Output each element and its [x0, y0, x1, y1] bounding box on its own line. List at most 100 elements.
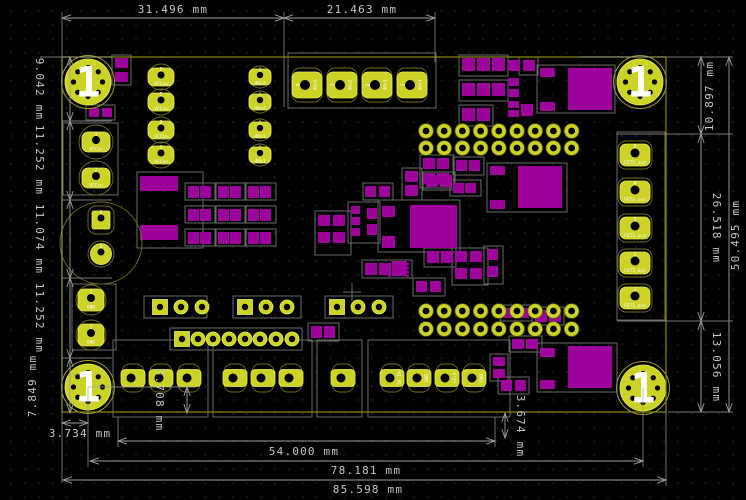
mounting-hole[interactable]: 1 [613, 55, 667, 109]
smd-pad[interactable] [230, 232, 241, 244]
component-outline[interactable] [401, 167, 423, 201]
header-pad[interactable] [174, 331, 190, 347]
dimension-label[interactable]: 13.056 mm [710, 332, 723, 402]
component-outline[interactable] [497, 376, 530, 395]
smd-pad[interactable] [487, 249, 498, 260]
smd-pad[interactable] [333, 232, 345, 243]
dim-3-708[interactable]: 3.708 mm [153, 369, 191, 432]
smd-pad[interactable] [311, 326, 322, 338]
smd-pad[interactable] [140, 225, 178, 240]
via[interactable] [418, 303, 434, 319]
header-pad[interactable] [371, 299, 387, 315]
thru-pad--3-3[interactable]: +3.3 [434, 369, 460, 387]
via[interactable] [545, 123, 562, 139]
smd-pad[interactable] [388, 275, 391, 277]
smd-pad[interactable] [508, 110, 519, 117]
smd-pad[interactable] [568, 346, 612, 388]
dimension-label[interactable]: 11.252 mm [33, 283, 46, 353]
header-pad[interactable] [173, 299, 189, 315]
smd-pad[interactable] [493, 369, 505, 378]
smd-pad[interactable] [115, 72, 128, 82]
dim-78-181[interactable]: 78.181 mm [88, 457, 645, 477]
via[interactable] [509, 321, 525, 337]
smd-pad[interactable] [456, 160, 467, 171]
smd-pad[interactable] [188, 209, 199, 221]
smd-pad[interactable] [453, 183, 464, 193]
smd-pad[interactable] [465, 183, 476, 193]
smd-pad[interactable] [382, 206, 395, 217]
header-pad[interactable] [279, 299, 295, 315]
header-pad[interactable] [237, 331, 253, 347]
dimension-label[interactable]: 78.181 mm [331, 464, 401, 477]
via[interactable] [490, 303, 507, 319]
smd-pad[interactable] [462, 83, 475, 96]
smd-pad[interactable] [503, 308, 515, 318]
smd-pad[interactable] [260, 232, 271, 244]
dim-31-496[interactable]: 31.496 mm [60, 3, 286, 22]
dim-3-734[interactable]: 3.734 mm [49, 419, 112, 440]
via[interactable] [509, 303, 525, 319]
via[interactable] [563, 303, 580, 319]
component-outline[interactable] [367, 339, 511, 418]
component-outline[interactable] [361, 259, 413, 279]
dimension-label[interactable]: 3.708 mm [153, 369, 166, 432]
smd-pad[interactable] [248, 209, 259, 221]
via[interactable] [418, 140, 434, 156]
smd-pad[interactable] [410, 205, 457, 248]
smd-pad[interactable] [455, 268, 467, 279]
via[interactable] [490, 123, 507, 139]
smd-pad[interactable] [405, 171, 418, 182]
thru-pad[interactable] [330, 369, 356, 387]
smd-pad[interactable] [188, 186, 199, 198]
dimension-label[interactable]: 50.495 mm [729, 200, 742, 270]
component-outline[interactable] [244, 228, 277, 247]
smd-pad[interactable] [200, 232, 211, 244]
thru-pad[interactable] [120, 369, 146, 387]
via[interactable] [436, 123, 453, 139]
smd-pad[interactable] [469, 160, 480, 171]
smd-pad[interactable] [351, 206, 360, 214]
component-outline[interactable] [169, 327, 303, 351]
dimension-label[interactable]: 26.518 mm [710, 193, 723, 263]
dim-7-849[interactable]: 7.849 mm [26, 355, 74, 418]
smd-pad[interactable] [518, 166, 562, 208]
via[interactable] [472, 321, 489, 337]
smd-pad[interactable] [508, 89, 519, 97]
dim-13-056[interactable]: 13.056 mm [697, 319, 723, 414]
component-outline[interactable] [616, 131, 666, 321]
thru-pad-gnd[interactable]: GND [461, 369, 487, 387]
smd-pad[interactable] [455, 251, 467, 262]
thru-pad-5v-in[interactable]: 5V_IN [379, 369, 405, 387]
smd-pad[interactable] [248, 232, 259, 244]
component-outline[interactable] [232, 295, 302, 319]
smd-pad[interactable] [405, 185, 418, 196]
smd-pad[interactable] [406, 271, 409, 273]
smd-pad[interactable] [351, 217, 360, 225]
smd-pad[interactable] [260, 209, 271, 221]
dim-26-518[interactable]: 26.518 mm [697, 132, 723, 323]
dimension-label[interactable]: 7.849 mm [26, 355, 39, 418]
thru-pad[interactable]: 2 [90, 243, 112, 265]
header-pad[interactable] [205, 331, 221, 347]
component-outline[interactable] [419, 154, 455, 189]
smd-pad[interactable] [379, 186, 390, 197]
component-outline[interactable] [412, 277, 446, 297]
smd-pad[interactable] [526, 339, 538, 349]
smd-pad[interactable] [406, 267, 409, 269]
smd-pad[interactable] [140, 176, 178, 191]
component-outline[interactable] [307, 322, 340, 342]
smd-pad[interactable] [333, 215, 345, 226]
dim-11-252a[interactable]: 11.252 mm [33, 119, 74, 202]
dimension-label[interactable]: 3.734 mm [49, 427, 112, 440]
via[interactable] [418, 321, 434, 337]
